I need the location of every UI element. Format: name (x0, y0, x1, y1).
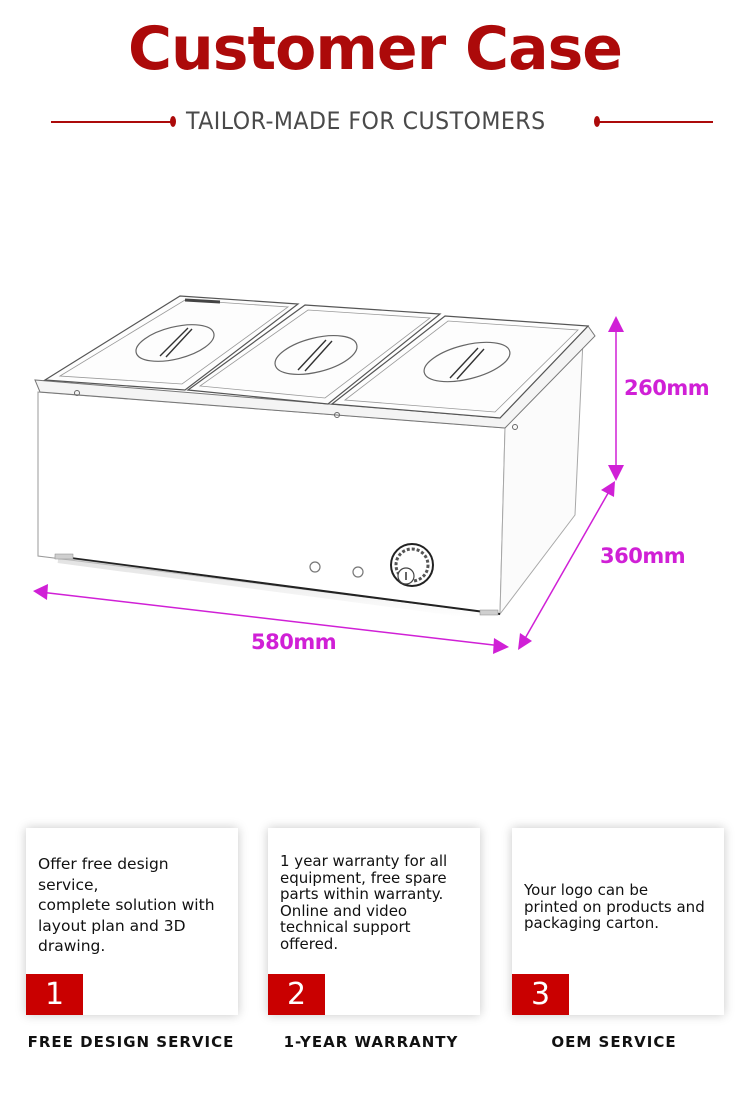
product-image: 260mm 360mm 580mm (0, 270, 750, 670)
text-line: Your logo can be (524, 881, 649, 899)
service-description: Your logo can be printed on products and… (524, 882, 716, 932)
text-line: complete solution with (38, 896, 215, 914)
text-line: technical support (280, 918, 411, 936)
service-caption: OEM SERVICE (551, 1033, 677, 1051)
page-subtitle: TAILOR-MADE FOR CUSTOMERS (186, 107, 546, 135)
service-number-badge: 3 (512, 974, 569, 1015)
text-line: layout plan and 3D (38, 916, 186, 935)
bain-marie-sketch-icon (33, 295, 624, 654)
text-line: equipment, free spare (280, 868, 447, 887)
left-divider (51, 121, 173, 123)
text-line: Offer free design (38, 855, 169, 873)
text-line: packaging carton. (524, 914, 659, 932)
page-title: Customer Case (128, 14, 623, 84)
text-line: drawing. (38, 937, 106, 955)
service-number-badge: 2 (268, 974, 325, 1015)
depth-dimension-label: 360mm (600, 544, 686, 568)
service-card-oem: Your logo can be printed on products and… (512, 828, 724, 1015)
service-card-warranty: 1 year warranty for all equipment, free … (268, 828, 480, 1015)
left-divider-dot (170, 116, 176, 127)
height-dimension-label: 260mm (624, 376, 710, 400)
text-line: parts within warranty. (280, 885, 444, 903)
subtitle-row: TAILOR-MADE FOR CUSTOMERS (0, 104, 750, 140)
service-caption: FREE DESIGN SERVICE (27, 1033, 235, 1051)
text-line: 1 year warranty for all (280, 852, 448, 870)
service-caption: 1-YEAR WARRANTY (283, 1033, 459, 1051)
service-description: Offer free design service, complete solu… (38, 854, 230, 957)
text-line: Online and video (280, 901, 408, 920)
text-line: printed on products and (524, 897, 705, 916)
width-dimension-label: 580mm (251, 630, 337, 654)
service-description: 1 year warranty for all equipment, free … (280, 853, 472, 952)
text-line: offered. (280, 934, 339, 953)
right-divider-dot (594, 116, 600, 127)
service-card-free-design: Offer free design service, complete solu… (26, 828, 238, 1015)
right-divider (598, 121, 713, 123)
text-line: service, (38, 875, 99, 894)
service-number-badge: 1 (26, 974, 83, 1015)
